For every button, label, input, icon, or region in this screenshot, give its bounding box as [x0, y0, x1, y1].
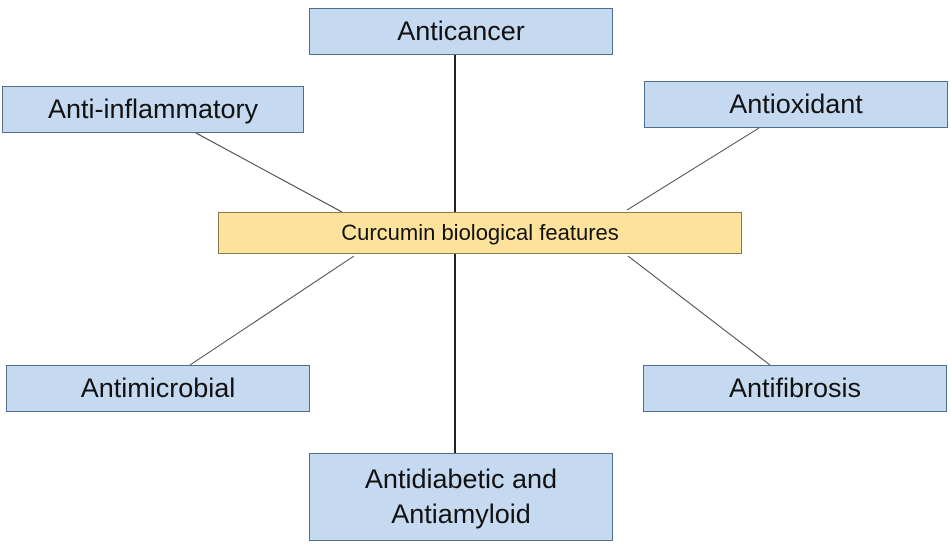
feature-box-antifibrosis: Antifibrosis: [643, 365, 947, 412]
center-label: Curcumin biological features: [341, 219, 619, 245]
feature-box-anticancer: Anticancer: [309, 8, 613, 55]
feature-box-antioxidant: Antioxidant: [644, 81, 948, 128]
connector-antifibrosis: [627, 255, 771, 366]
feature-label-antioxidant: Antioxidant: [729, 88, 863, 119]
connector-antioxidant: [626, 127, 760, 211]
connector-anti-inflammatory: [195, 132, 343, 213]
connector-antimicrobial: [189, 255, 355, 366]
feature-box-antimicrobial: Antimicrobial: [6, 365, 310, 412]
feature-box-antidiabetic: Antidiabetic and Antiamyloid: [309, 453, 613, 541]
feature-box-anti-inflammatory: Anti-inflammatory: [2, 86, 304, 133]
center-box: Curcumin biological features: [218, 212, 742, 254]
feature-label-antimicrobial: Antimicrobial: [80, 372, 236, 403]
feature-label-antifibrosis: Antifibrosis: [728, 372, 862, 403]
feature-label-anti-inflammatory: Anti-inflammatory: [47, 93, 259, 124]
feature-label-antidiabetic: Antidiabetic and Antiamyloid: [364, 463, 558, 529]
feature-label-anticancer: Anticancer: [397, 15, 525, 46]
